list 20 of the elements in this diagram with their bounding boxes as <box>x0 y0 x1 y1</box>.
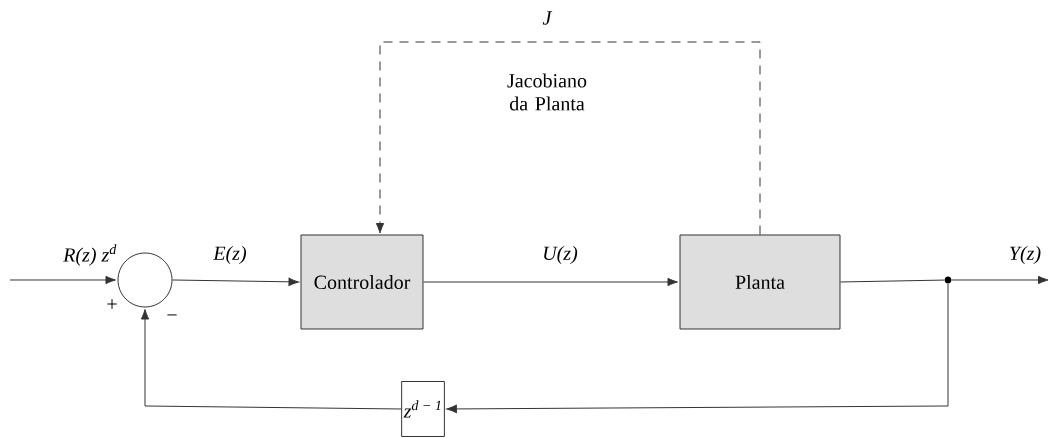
note-text: Jacobiano da Planta <box>507 73 587 111</box>
arrow <box>9 275 116 285</box>
sign-label: − <box>167 314 177 316</box>
block-box: Controlador <box>300 234 424 330</box>
signal-label: R(z) z$^{d}$ <box>63 244 117 266</box>
signal-label: Y(z) <box>1010 245 1041 265</box>
block-box: z$^{d − 1}$ <box>401 381 445 437</box>
arrow <box>951 275 1049 285</box>
line <box>840 279 945 283</box>
arrow <box>140 309 402 410</box>
summing-junction <box>117 252 173 308</box>
arrow <box>172 277 299 286</box>
arrow <box>375 41 761 235</box>
sign-label: + <box>107 299 117 309</box>
arrow <box>446 283 949 414</box>
signal-label: U(z) <box>544 245 578 265</box>
signal-label: E(z) <box>213 245 247 265</box>
arrow <box>423 277 678 287</box>
block-box: Planta <box>679 234 841 330</box>
signal-label: J <box>542 11 553 25</box>
